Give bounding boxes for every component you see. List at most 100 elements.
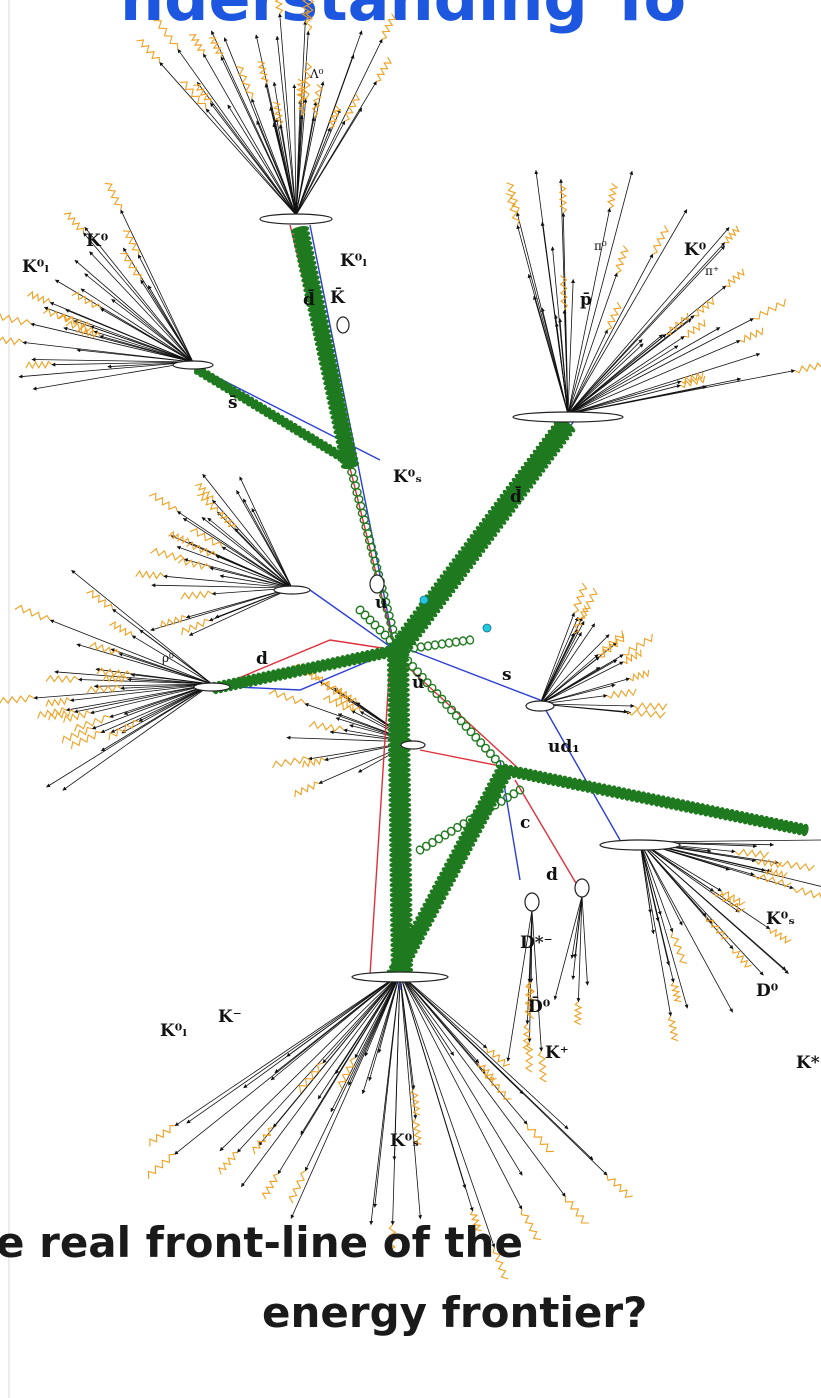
hadron-track	[278, 124, 297, 216]
hadron-track	[137, 254, 194, 363]
gluon-coil	[395, 645, 405, 655]
hadron-track	[277, 13, 297, 216]
photon-squiggle	[195, 482, 214, 501]
photon-squiggle	[218, 1151, 238, 1175]
photon-squiggle	[344, 93, 361, 122]
hadron-track	[122, 247, 194, 363]
hadron-track	[127, 677, 213, 685]
photon-squiggle	[328, 105, 342, 129]
photon-squiggle	[558, 184, 568, 214]
photon-squiggle	[272, 101, 284, 126]
hadron-track	[567, 329, 608, 415]
photon-squiggle	[599, 634, 625, 658]
hadron-track	[567, 318, 754, 415]
photon-squiggle	[764, 867, 788, 880]
photon-squiggle	[381, 13, 397, 40]
photon-squiggle	[486, 1048, 511, 1068]
hadron-track	[539, 683, 616, 705]
gluon-coil	[415, 845, 425, 855]
photon-squiggle	[387, 1224, 397, 1255]
hadron-track	[399, 973, 474, 1212]
photon-squiggle	[629, 669, 650, 682]
photon-squiggle	[96, 667, 132, 678]
photon-squiggle	[581, 587, 598, 618]
gluon-coil	[440, 830, 450, 840]
hadron-track	[30, 322, 194, 363]
hadron-track	[219, 574, 293, 589]
hadron-track	[399, 973, 496, 1248]
hadron-track	[131, 635, 213, 685]
hadron-track	[205, 108, 297, 216]
hadron-track	[567, 333, 667, 415]
photon-squiggle	[45, 697, 71, 707]
photon-squiggle	[492, 1247, 509, 1280]
hadron-track	[83, 232, 194, 363]
photon-squiggle	[153, 19, 179, 50]
photon-squiggle	[633, 702, 668, 711]
gluon-coil	[370, 620, 380, 630]
hadron-track	[506, 909, 533, 1062]
photon-squiggle	[150, 547, 185, 561]
hadron-track	[567, 245, 725, 415]
photon-squiggle	[58, 313, 91, 328]
photon-squiggle	[302, 61, 313, 100]
photon-squiggle	[25, 360, 53, 370]
hadron-track	[33, 683, 213, 700]
hadron-track	[110, 683, 213, 733]
hadron-track	[77, 677, 213, 685]
hadron-track	[227, 104, 297, 216]
hadron-track	[361, 973, 401, 1095]
photon-squiggle	[0, 312, 32, 326]
photon-squiggle	[296, 78, 306, 101]
hadron-track	[539, 703, 635, 708]
hadron-track	[567, 339, 643, 415]
photon-squiggle	[564, 1196, 589, 1224]
photon-squiggle	[189, 527, 223, 548]
hadron-track	[539, 634, 610, 705]
photon-squiggle	[335, 696, 361, 712]
photon-squiggle	[376, 56, 392, 82]
gluon-coil	[360, 610, 370, 620]
hadron-track	[185, 587, 293, 619]
hadron-track	[516, 224, 569, 415]
gluon-coil	[421, 841, 431, 851]
hadron-track	[159, 62, 297, 216]
hadron-track	[539, 616, 579, 705]
photon-squiggle	[288, 1170, 306, 1204]
caption-line-1: e real front-line of the	[0, 1218, 523, 1267]
photon-squiggle	[670, 931, 688, 964]
hadron-track	[223, 37, 297, 216]
photon-squiggle	[769, 928, 792, 944]
photon-squiggle	[520, 1209, 541, 1241]
gluon-coil	[458, 636, 468, 646]
hadron-track	[186, 973, 401, 1124]
hadron-track	[399, 973, 455, 1056]
hadron-track	[84, 273, 194, 363]
hadron-track	[147, 285, 194, 363]
label-ks0-right: K⁰ₛ	[766, 909, 795, 929]
photon-squiggle	[484, 1072, 512, 1100]
hadron-track	[369, 973, 401, 1225]
label-p-bar: p̄	[580, 290, 592, 310]
hadron-track	[354, 973, 401, 1059]
label-pi-plus: π⁺	[705, 264, 719, 278]
photon-squiggle	[725, 268, 745, 288]
hadron-track	[570, 895, 583, 959]
photon-squiggle	[753, 873, 792, 888]
gluon-coil	[476, 738, 486, 748]
photon-squiggle	[159, 614, 187, 629]
hadron-track	[399, 973, 523, 1176]
hadron-track	[202, 53, 297, 216]
hadron-track	[120, 209, 194, 363]
gluon-coil	[515, 785, 525, 795]
hadron-track	[89, 251, 194, 363]
hadron-track	[176, 545, 293, 589]
hadron-track	[567, 352, 761, 415]
hadron-track	[295, 38, 383, 216]
photon-squiggle	[89, 641, 120, 656]
photon-squiggle	[412, 1118, 422, 1146]
hadron-track	[89, 325, 194, 363]
photon-squiggle	[724, 225, 740, 244]
photon-squiggle	[684, 319, 706, 338]
